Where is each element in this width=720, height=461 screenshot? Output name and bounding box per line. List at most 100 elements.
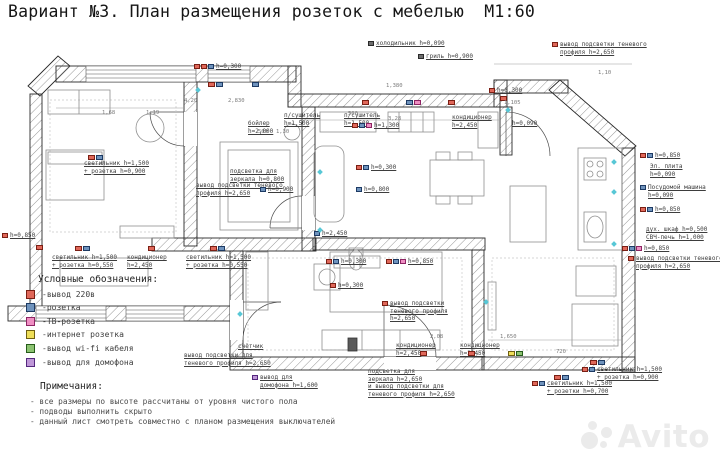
annotation-label: холодильник h=0,090 [368,40,445,48]
annotation-icons [489,88,495,93]
socket-icon [640,153,646,158]
annotation-text: h=0,850 [408,258,434,265]
annotation-label: h=1,300 [352,122,399,130]
legend: Условные обозначения: -вывод 220в-розетк… [26,274,158,367]
socket-marker [317,169,323,175]
socket-icon [330,283,336,288]
notes-lines: - все размеры по высоте рассчитаны от ур… [30,397,360,427]
socket-icon [366,123,372,128]
dimension-label: 1,105 [504,100,521,106]
watermark: Avito [580,419,710,455]
annotation-icons [2,233,8,238]
socket-marker [508,351,523,356]
socket-icon [562,375,569,380]
socket-marker [406,100,421,105]
annotation-text: h=0,090 [512,120,538,127]
page-title: Вариант №3. План размещения розеток с ме… [8,2,535,21]
dimension-label: 500 [348,111,358,117]
annotation-text: h=0,300 [497,87,523,94]
annotation-label: h=0,850 [622,245,669,253]
annotation-label: светильник h=1,500+ розетка h=0,550 [186,254,251,269]
socket-icon [636,246,642,251]
socket-marker [210,246,225,251]
legend-item: -вывод 220в [26,289,158,299]
socket-icon [208,82,215,87]
annotation-text: светильник h=1,500+ розетка h=0,900 [597,366,663,381]
socket-marker [362,100,369,105]
annotation-label: h=0,090 [512,120,537,128]
socket-icon [83,246,90,251]
dimension-label: 720 [556,349,566,355]
socket-marker [75,246,90,251]
socket-icon [554,375,561,380]
socket-icon [489,88,495,93]
socket-marker [590,360,605,365]
annotation-text: h=0,300 [338,282,364,289]
annotation-label: светильник h=1,500+ розетка h=0,550 [52,254,117,269]
annotation-text: h=0,850 [655,152,681,159]
annotation-text: h=0,850 [644,245,670,252]
annotation-icons [386,259,406,264]
socket-icon [352,123,358,128]
annotation-text: h=0,850 [655,206,681,213]
dimension-label: 1,19 [146,110,160,116]
socket-marker [36,245,43,250]
socket-icon [363,165,369,170]
socket-icon [448,100,455,105]
annotation-label: счётчик [238,343,263,351]
socket-icon [362,100,369,105]
socket-icon [622,246,628,251]
socket-marker [500,96,507,101]
socket-marker [420,351,427,356]
socket-icon [252,82,259,87]
annotation-label: гриль h=0,900 [418,53,473,61]
socket-icon [368,41,374,46]
annotation-text: светильник h=1,500+ розетка h=0,550 [52,254,118,269]
socket-icon [468,351,475,356]
annotation-label: h=0,900 [260,186,293,194]
socket-icon [218,246,225,251]
annotation-icons [330,283,336,288]
socket-marker [611,159,617,165]
notes-heading: Примечания: [40,381,103,392]
legend-item-label: -вывод 220в [42,289,95,299]
socket-icon [252,375,258,380]
avito-logo-icon [580,419,615,455]
socket-icon [516,351,523,356]
dimension-label: 2,08 [430,334,444,340]
legend-socket-icon [26,289,35,299]
socket-icon [359,123,365,128]
annotation-icons [194,64,214,69]
annotation-icons [356,165,369,170]
socket-icon [314,231,320,236]
socket-icon [386,259,392,264]
dimension-label: 500 [258,129,268,135]
legend-socket-icon [26,303,35,313]
annotation-text: h=0,300 [216,63,242,70]
socket-marker [611,241,617,247]
dimension-label: 1,650 [500,334,517,340]
socket-icon [500,96,507,101]
annotation-icons [352,123,372,128]
socket-icon [195,87,201,93]
socket-icon [420,351,427,356]
annotation-label: h=2,450 [314,230,347,238]
socket-icon [483,299,489,305]
socket-marker [208,82,223,87]
socket-icon [611,241,617,247]
annotation-label: h=0,300 [326,258,366,266]
socket-icon [96,155,103,160]
annotation-label: светильник h=1,500+ розетка h=0,900 [84,160,149,175]
